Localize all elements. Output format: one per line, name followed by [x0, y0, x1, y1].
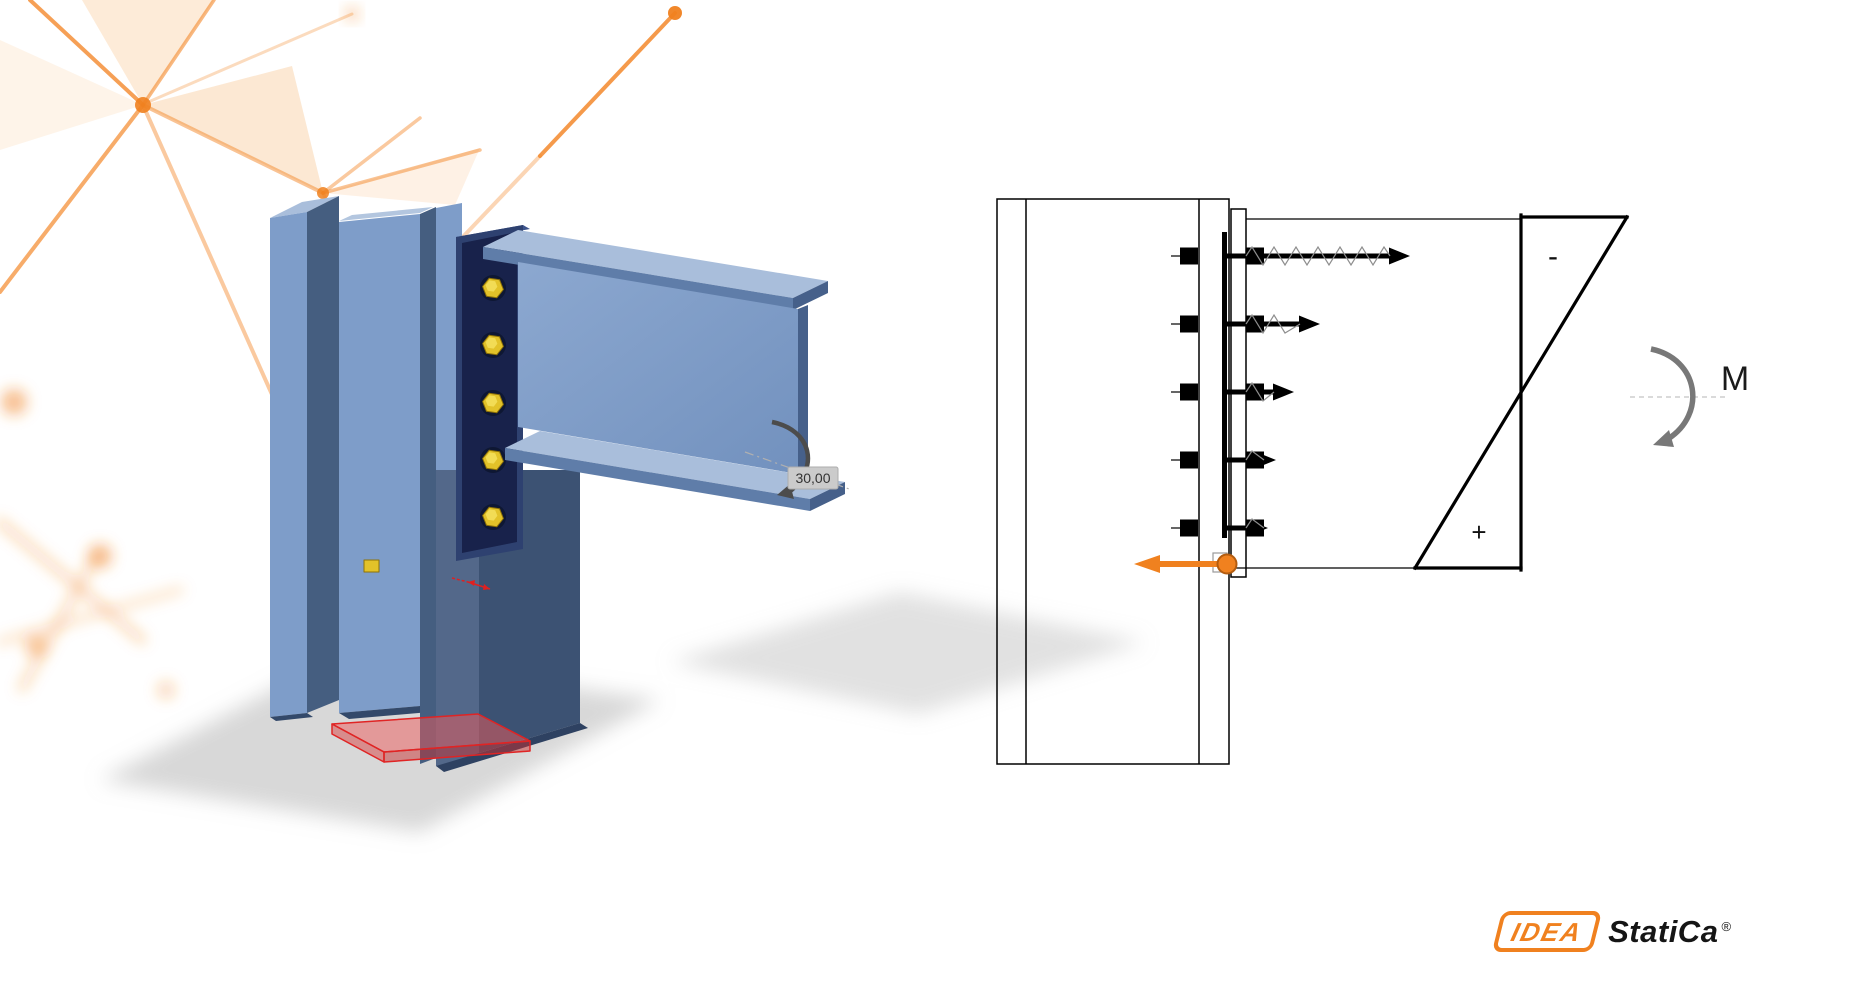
bolt-force-row — [1171, 313, 1320, 335]
diagram-column — [996, 198, 1230, 765]
bolt-head-left — [1180, 451, 1198, 469]
bolt-3d — [480, 332, 506, 358]
beam-top-flange-top-face — [483, 230, 828, 298]
bolt-force-rows — [1171, 245, 1410, 537]
bolt-hex-highlight — [485, 452, 498, 464]
network-node — [135, 97, 151, 113]
logo-idea-box: IDEA — [1491, 911, 1603, 952]
column-right-flange-front-face — [436, 203, 462, 470]
spring-symbol — [1245, 450, 1265, 461]
bolt-hex-highlight — [485, 509, 498, 521]
compression-sign: + — [1471, 517, 1486, 547]
network-node — [668, 6, 682, 20]
network-edge — [141, 0, 216, 107]
bolt-3d — [480, 504, 506, 530]
bolt-force-row — [1171, 381, 1294, 402]
beam-bottom-flange-top-face — [505, 431, 845, 499]
spring-symbol — [1245, 381, 1275, 402]
diagram-2d: - + M — [996, 198, 1749, 765]
column-web-bottom-face — [339, 706, 430, 719]
network-edge — [321, 116, 422, 195]
network-node — [346, 8, 358, 20]
red-marker — [451, 577, 491, 590]
support-base-plate — [331, 713, 531, 763]
column-web-side-face — [420, 207, 436, 764]
bolt-force-row — [1171, 245, 1410, 267]
yellow-marker — [363, 559, 380, 573]
bolt-hex-highlight — [485, 395, 498, 407]
stress-diagram — [1412, 213, 1630, 572]
registered-mark: ® — [1721, 919, 1732, 934]
compression-point — [1216, 553, 1238, 575]
bolt-head-left — [1180, 315, 1198, 333]
force-arrowhead — [1273, 383, 1294, 401]
beam-top-flange-front-face — [483, 247, 793, 310]
spring-symbol — [1245, 518, 1265, 529]
network-edge — [144, 12, 354, 105]
column-web-front-face — [339, 214, 420, 713]
beam-web-end-edge — [798, 305, 808, 474]
model-3d: 30,00 — [270, 196, 853, 772]
bolt-hex-highlight — [485, 280, 498, 292]
logo-idea-text: IDEA — [1508, 916, 1586, 947]
network-edge — [538, 11, 677, 158]
shear-force-arrowhead — [1134, 555, 1160, 573]
beam-bottom-flange-front-face — [505, 448, 810, 511]
brand-logo: IDEA StatiCa® — [1491, 911, 1732, 952]
dimension-value: 30,00 — [795, 470, 830, 486]
network-wedge — [143, 66, 323, 193]
bolt-head-left — [1180, 383, 1198, 401]
network-edge — [321, 148, 482, 195]
force-arrowhead — [1389, 247, 1410, 265]
beam-web-face — [518, 262, 798, 474]
network-node — [317, 187, 329, 199]
column-left-flange-front-face — [270, 212, 307, 717]
network-edge — [28, 0, 145, 107]
spring-symbol — [1245, 313, 1301, 335]
moment-label: M — [1721, 360, 1749, 398]
logo-statica-word: StatiCa — [1608, 914, 1719, 949]
bolt-force-row — [1171, 518, 1268, 537]
force-arrowhead — [1299, 315, 1320, 333]
column-left-flange-top-face — [270, 196, 339, 218]
tension-sign: - — [1548, 240, 1558, 273]
force-arrowhead — [1255, 451, 1276, 469]
dimension-label: 30,00 — [787, 466, 839, 490]
network-edge — [141, 103, 325, 195]
bolt-3d — [480, 275, 506, 301]
bolt-head-left — [1180, 519, 1198, 537]
bolt-3d — [480, 447, 506, 473]
bolt-head-left — [1180, 247, 1198, 265]
moment-arc-arrow — [1650, 346, 1696, 442]
stress-diagonal — [1412, 214, 1630, 571]
moment-arc-arrowhead — [1653, 430, 1674, 447]
shadow-right — [670, 592, 1145, 714]
network-wedge — [0, 40, 143, 150]
column-left-flange-side-face — [307, 196, 339, 713]
bolt-group-3d — [480, 275, 506, 530]
bolt-force-row — [1171, 450, 1276, 469]
spring-symbol — [1245, 245, 1391, 267]
network-wedge — [82, 0, 214, 105]
column-left-flange-bottom-face — [270, 713, 313, 721]
force-arrowhead — [1247, 519, 1268, 537]
column-web-top-face — [339, 207, 433, 221]
logo-statica-text: StatiCa® — [1608, 916, 1731, 947]
ground-shadows — [100, 592, 1145, 832]
network-edge — [0, 103, 145, 294]
bolt-hex-highlight — [485, 337, 498, 349]
bolt-3d — [480, 390, 506, 416]
beam-top-flange-end-face — [793, 281, 828, 310]
